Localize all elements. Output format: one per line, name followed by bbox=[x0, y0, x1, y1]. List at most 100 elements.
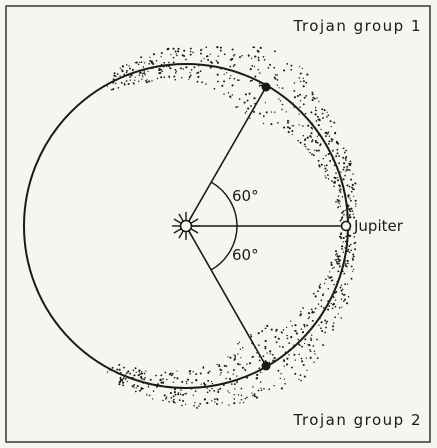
asteroid-dot bbox=[262, 115, 265, 118]
asteroid-dot bbox=[228, 404, 230, 406]
asteroid-dot bbox=[249, 68, 252, 71]
asteroid-dot bbox=[343, 213, 345, 216]
asteroid-dot bbox=[346, 184, 349, 187]
asteroid-dot bbox=[310, 132, 313, 135]
asteroid-dot bbox=[131, 385, 134, 388]
asteroid-dot bbox=[199, 372, 202, 375]
asteroid-dot bbox=[319, 144, 321, 147]
asteroid-dot bbox=[339, 233, 342, 236]
asteroid-dot bbox=[264, 102, 267, 104]
asteroid-dot bbox=[142, 76, 144, 78]
asteroid-dot bbox=[331, 180, 333, 182]
asteroid-dot bbox=[220, 371, 222, 374]
asteroid-dot bbox=[343, 162, 346, 165]
asteroid-dot bbox=[270, 328, 273, 331]
asteroid-dot bbox=[145, 81, 148, 84]
asteroid-dot bbox=[312, 292, 315, 295]
asteroid-dot bbox=[174, 401, 176, 404]
asteroid-dot bbox=[233, 383, 236, 386]
asteroid-dot bbox=[139, 61, 141, 64]
asteroid-dot bbox=[141, 372, 143, 375]
asteroid-dot bbox=[271, 353, 274, 356]
sun-body bbox=[179, 219, 193, 233]
asteroid-dot bbox=[205, 46, 208, 48]
asteroid-dot bbox=[299, 141, 302, 144]
asteroid-dot bbox=[160, 52, 163, 54]
asteroid-dot bbox=[346, 302, 349, 305]
asteroid-dot bbox=[343, 272, 346, 275]
asteroid-dot bbox=[237, 363, 240, 366]
asteroid-dot bbox=[168, 75, 170, 78]
asteroid-dot bbox=[266, 324, 269, 328]
asteroid-dot bbox=[192, 394, 194, 396]
asteroid-dot bbox=[338, 307, 341, 309]
asteroid-dot bbox=[172, 381, 174, 383]
asteroid-dot bbox=[336, 176, 339, 179]
asteroid-dot bbox=[137, 63, 140, 66]
asteroid-dot bbox=[340, 298, 343, 301]
asteroid-dot bbox=[298, 113, 300, 115]
sun-to-l5-line bbox=[185, 225, 267, 367]
asteroid-dot bbox=[125, 71, 128, 74]
asteroid-dot bbox=[287, 131, 290, 134]
asteroid-dot bbox=[316, 357, 319, 360]
asteroid-dot bbox=[140, 56, 143, 59]
asteroid-dot bbox=[162, 399, 164, 402]
asteroid-dot bbox=[317, 149, 320, 152]
asteroid-dot bbox=[338, 260, 341, 263]
asteroid-dot bbox=[122, 377, 125, 380]
asteroid-dot bbox=[152, 390, 155, 392]
asteroid-dot bbox=[274, 74, 277, 76]
asteroid-dot bbox=[332, 296, 335, 299]
asteroid-dot bbox=[333, 176, 336, 179]
asteroid-dot bbox=[300, 328, 303, 330]
asteroid-dot bbox=[110, 88, 113, 91]
asteroid-dot bbox=[295, 330, 297, 332]
asteroid-dot bbox=[344, 174, 346, 177]
asteroid-dot bbox=[341, 245, 344, 248]
asteroid-dot bbox=[229, 65, 232, 68]
asteroid-dot bbox=[315, 149, 318, 152]
asteroid-dot bbox=[298, 344, 301, 347]
asteroid-dot bbox=[310, 308, 313, 311]
asteroid-dot bbox=[269, 350, 272, 353]
asteroid-dot bbox=[188, 76, 191, 78]
asteroid-dot bbox=[193, 404, 195, 407]
asteroid-dot bbox=[315, 141, 317, 144]
asteroid-dot bbox=[311, 91, 314, 94]
asteroid-dot bbox=[326, 111, 328, 113]
asteroid-dot bbox=[347, 296, 350, 298]
asteroid-dot bbox=[227, 92, 230, 94]
asteroid-dot bbox=[210, 380, 213, 383]
asteroid-dot bbox=[322, 158, 325, 160]
asteroid-dot bbox=[311, 319, 314, 322]
asteroid-dot bbox=[236, 381, 238, 384]
asteroid-dot bbox=[229, 356, 232, 359]
asteroid-dot bbox=[142, 74, 144, 76]
asteroid-dot bbox=[207, 379, 210, 382]
asteroid-dot bbox=[134, 62, 136, 64]
asteroid-dot bbox=[323, 109, 326, 112]
asteroid-dot bbox=[298, 124, 300, 126]
asteroid-dot bbox=[314, 307, 317, 310]
asteroid-dot bbox=[163, 61, 166, 64]
asteroid-dot bbox=[194, 402, 196, 404]
asteroid-dot bbox=[307, 312, 311, 315]
asteroid-dot bbox=[330, 302, 332, 305]
asteroid-dot bbox=[281, 346, 284, 349]
asteroid-dot bbox=[151, 80, 153, 82]
asteroid-dot bbox=[160, 55, 162, 58]
asteroid-dot bbox=[201, 81, 203, 84]
asteroid-dot bbox=[311, 139, 314, 141]
asteroid-dot bbox=[258, 367, 261, 370]
asteroid-dot bbox=[238, 56, 242, 59]
asteroid-dot bbox=[324, 170, 327, 173]
asteroid-dot bbox=[313, 97, 316, 100]
asteroid-dot bbox=[285, 363, 289, 366]
asteroid-dot bbox=[196, 406, 198, 409]
asteroid-dot bbox=[346, 166, 349, 168]
asteroid-dot bbox=[330, 140, 333, 142]
asteroid-dot bbox=[189, 71, 191, 74]
asteroid-dot bbox=[304, 338, 307, 341]
asteroid-dot bbox=[170, 53, 172, 56]
